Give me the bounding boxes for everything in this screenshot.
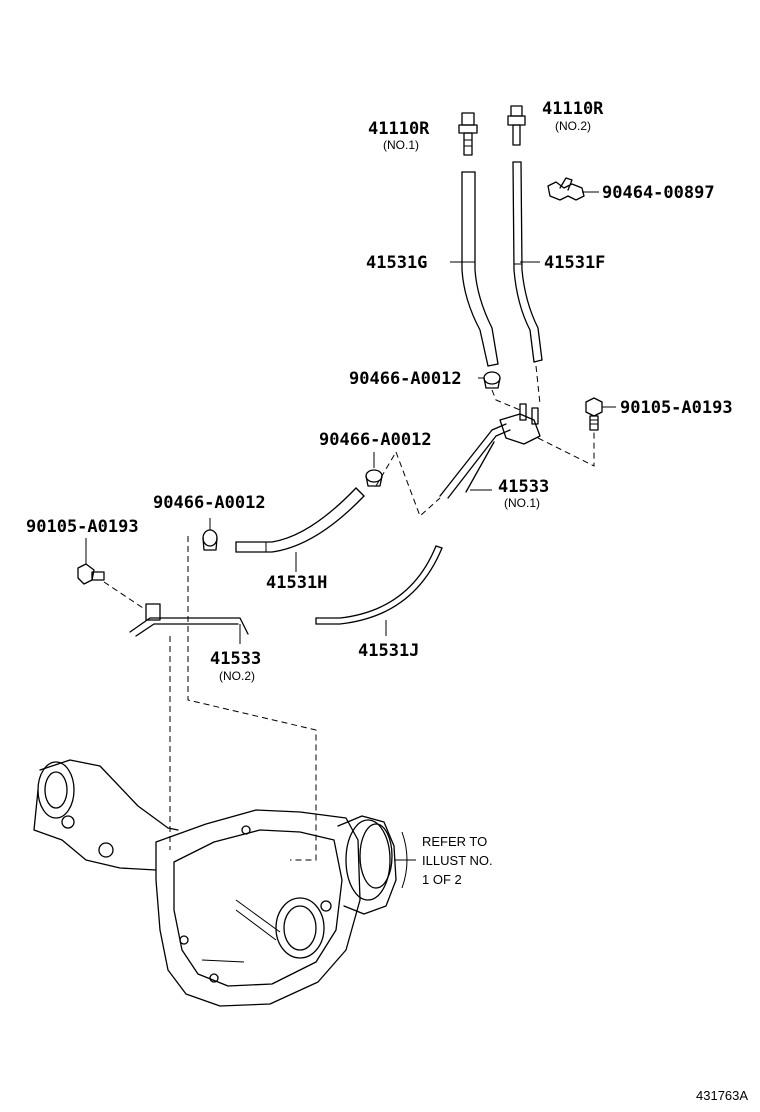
label-90466-upper: 90466-A0012 [349,369,462,389]
label-41533-no1: 41533 (NO.1) [498,477,549,510]
clamp-middle [365,469,383,487]
breather-plug-no2 [507,105,526,146]
label-41531g: 41531G [366,253,427,273]
part-number: 90105-A0193 [620,398,733,418]
tube-41533-no1 [439,403,541,499]
label-41531j: 41531J [358,641,419,661]
tube-41533-no2 [129,603,249,637]
refer-note: REFER TO ILLUST NO. 1 OF 2 [422,834,493,887]
bolt-right [585,397,603,431]
hose-41531g [461,171,499,367]
label-90105-right: 90105-A0193 [620,398,733,418]
hose-41531f [512,161,543,363]
part-subtitle: (NO.2) [219,669,255,683]
part-number: 90466-A0012 [349,369,462,389]
part-number: 90466-A0012 [319,430,432,450]
part-number: 90105-A0193 [26,517,139,537]
clip-90464 [547,177,599,201]
label-41531f: 41531F [544,253,605,273]
figure-id: 431763A [696,1088,748,1103]
label-41533-no2: 41533 (NO.2) [210,649,261,683]
part-number: 41533 [210,649,261,669]
label-41110r-no2: 41110R (NO.2) [542,99,604,133]
refer-note-line3: 1 OF 2 [422,872,462,887]
part-subtitle: (NO.2) [555,119,591,133]
clamp-upper [483,371,501,389]
label-90466-middle: 90466-A0012 [319,430,432,450]
part-number: 90464-00897 [602,183,715,203]
part-number: 41110R [542,99,604,119]
hose-41531j [315,545,443,625]
label-90464: 90464-00897 [602,183,715,203]
hose-41531h [235,487,365,553]
refer-note-line2: ILLUST NO. [422,853,493,868]
part-number: 90466-A0012 [153,493,266,513]
label-90466-lower: 90466-A0012 [153,493,266,513]
part-subtitle: (NO.1) [504,496,540,510]
label-90105-left: 90105-A0193 [26,517,139,537]
part-number: 41531J [358,641,419,661]
breather-plug-no1 [458,112,478,156]
clamp-lower [202,529,218,551]
part-number: 41531G [366,253,427,273]
guide-lines [103,365,595,861]
part-number: 41110R [368,119,430,139]
part-number: 41531F [544,253,605,273]
label-41531h: 41531H [266,573,327,593]
part-subtitle: (NO.1) [383,138,419,152]
differential-carrier [33,759,397,1007]
part-number: 41531H [266,573,327,593]
label-41110r-no1: 41110R (NO.1) [368,119,430,152]
part-number: 41533 [498,477,549,497]
bolt-left [77,563,105,585]
refer-note-line1: REFER TO [422,834,487,849]
leader-lines [85,261,616,889]
